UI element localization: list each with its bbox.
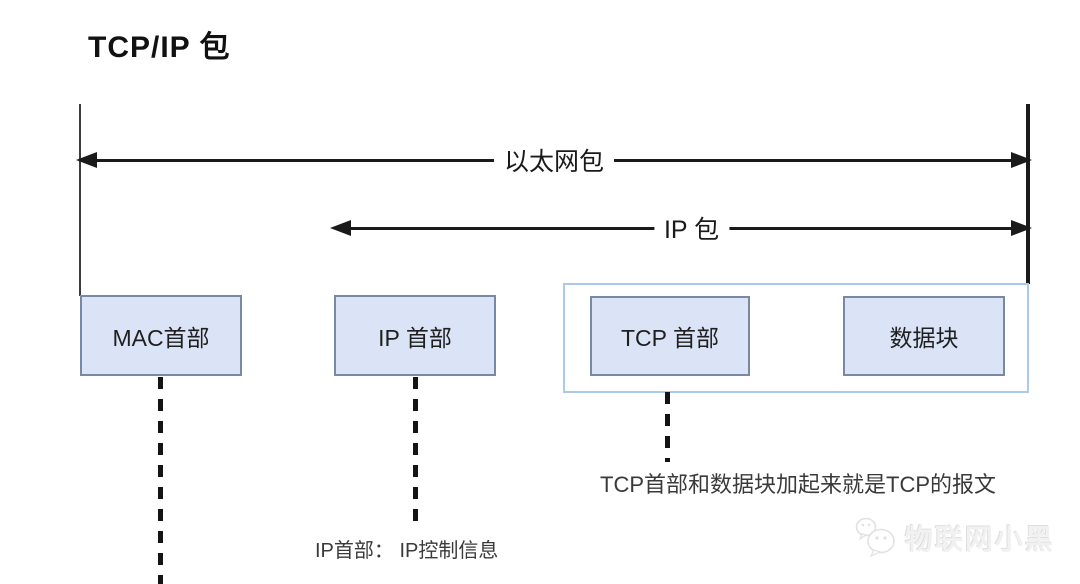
ip-header-box: IP 首部 — [334, 295, 496, 376]
ip-header-label: IP 首部 — [378, 324, 452, 351]
arrowhead-left-icon — [330, 220, 351, 236]
tcp-header-box: TCP 首部 — [590, 296, 750, 376]
tcp-header-leader-line — [665, 392, 670, 462]
tcp-header-label: TCP 首部 — [621, 325, 719, 351]
right-boundary-line — [1026, 104, 1030, 284]
mac-header-leader-line — [158, 377, 163, 584]
watermark: 物联网小黑 — [854, 516, 1055, 560]
arrowhead-right-icon — [1011, 152, 1032, 168]
arrowhead-left-icon — [76, 152, 97, 168]
data-block-box: 数据块 — [843, 296, 1005, 376]
data-block-label: 数据块 — [889, 325, 959, 351]
ip-packet-label: IP 包 — [653, 210, 730, 246]
arrowhead-right-icon — [1011, 220, 1032, 236]
left-boundary-line — [79, 104, 81, 296]
watermark-text: 物联网小黑 — [905, 524, 1056, 555]
ip-packet-span-arrow: IP 包 — [330, 210, 1032, 246]
wechat-icon — [855, 517, 895, 558]
ip-header-leader-line — [413, 377, 418, 525]
ethernet-packet-span-arrow: 以太网包 — [76, 142, 1032, 178]
ethernet-packet-label: 以太网包 — [493, 142, 615, 178]
tcp-message-note: TCP首部和数据块加起来就是TCP的报文 — [600, 472, 997, 497]
diagram-title: TCP/IP 包 — [88, 31, 231, 64]
mac-header-box: MAC首部 — [80, 295, 242, 376]
ip-header-note: IP首部： IP控制信息 — [315, 540, 499, 562]
mac-header-label: MAC首部 — [112, 324, 210, 351]
